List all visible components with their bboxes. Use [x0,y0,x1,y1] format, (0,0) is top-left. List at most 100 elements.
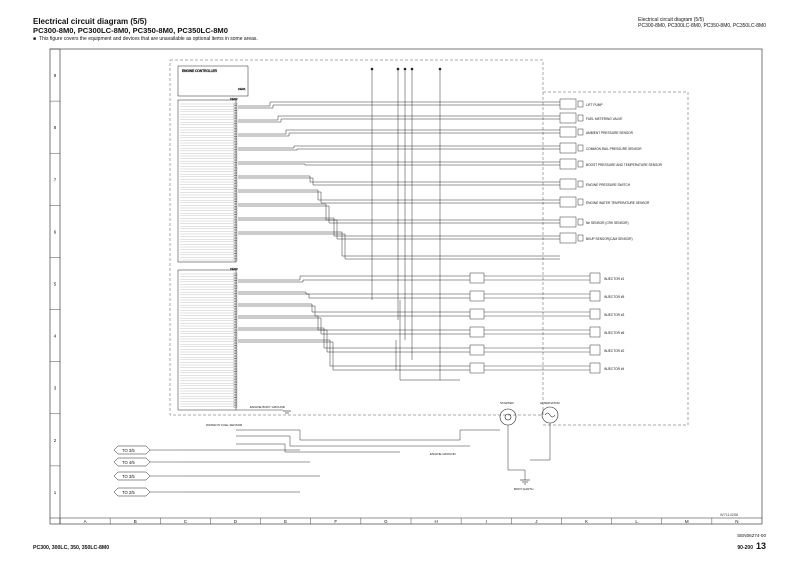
pin-terminal [233,183,238,186]
connector-cn1: CE01 [238,87,246,91]
pin-terminal [233,149,238,152]
wire [238,203,560,221]
wire [238,177,560,186]
pin-terminal [233,298,238,302]
wire [238,145,560,149]
ground-symbols [283,410,530,485]
connector-cn2: CE02 [230,97,238,101]
sensor-connector [559,196,577,208]
pin-terminal [233,199,238,202]
water-in-fuel-label: WATER IN FUEL SENSOR [206,423,243,427]
injector-coil [589,362,601,374]
injector-label: INJECTOR #5 [604,295,625,299]
sensor-label: COMMON RAIL PRESSURE SENSOR [586,147,642,151]
wire [238,293,470,299]
sensor-label: Ne SENSOR (CRK SENSOR) [586,221,629,225]
row-label: 5 [54,282,57,287]
pin-terminal [233,314,238,317]
page-reference-arrow [113,471,151,481]
injector-label: INJECTOR #3 [604,313,625,317]
wire [238,175,560,183]
wire [238,189,560,201]
pin-terminal [233,358,238,361]
sensor-body [577,180,584,188]
column-label: D [234,519,238,524]
pin-terminal [233,227,238,230]
wire [238,115,560,121]
pin-terminal [233,115,238,119]
starter-label: STARTER [500,401,515,405]
wire [238,279,470,283]
drawing-number: W7114258 [720,513,739,517]
pin-terminal [233,123,238,126]
injector-wire [484,347,590,353]
pin-terminal [233,345,238,348]
column-label: B [134,519,137,524]
optional-equipment-outlines [169,59,689,426]
column-label: A [84,519,87,524]
column-label: N [735,519,738,524]
wire [238,291,470,295]
pin-terminal [233,402,238,406]
pin-terminal [233,245,238,249]
injector-connector [469,326,485,338]
injector-coil [589,326,601,338]
row-label: 6 [54,229,57,234]
sensor-connector [559,112,577,124]
page-reference-label: TO 2/5 [122,490,135,495]
pin-terminal [233,389,238,393]
wire [238,129,560,135]
injector-group: INJECTOR #1 INJECTOR #5 INJECTOR #3 INJECTO… [469,272,625,374]
coverage-note: ■This figure covers the equipment and de… [33,36,258,42]
footer-models: PC300, 300LC, 350, 350LC-8M0 [33,545,110,551]
row-label: 3 [54,386,57,391]
pin-terminal [233,128,238,132]
body-earth-label: BODY EARTH [514,487,533,491]
pin-terminal [233,108,238,111]
pin-terminal [233,113,238,116]
column-label: G [384,519,388,524]
sensor-connector [559,232,577,244]
wire [238,104,560,109]
wire [238,163,560,166]
pin-terminal [233,201,238,204]
sensor-label: ENGINE WATER TEMPERATURE SENSOR [586,201,650,205]
injector-connector [469,272,485,284]
pin-terminal [233,327,238,330]
pin-terminal [233,371,238,374]
injector-label: INJECTOR #4 [604,367,625,371]
pin-terminal [233,238,238,241]
pin-terminal [233,311,238,315]
injector-coil [589,290,601,302]
column-label: L [635,519,638,524]
column-label: F [334,519,337,524]
sensor-label: BKUP SENSOR(CAM SENSOR) [586,237,633,241]
pin-terminal [233,175,238,178]
pin-terminal [233,251,238,254]
starter-symbol [499,408,517,426]
pin-terminal [233,387,238,390]
page-reference-arrow [113,445,151,455]
pin-terminal [233,209,238,212]
sensor-body [577,234,584,242]
injector-label: INJECTOR #1 [604,277,625,281]
pin-terminal [233,400,238,403]
splice-points [370,67,442,71]
sensor-body [577,218,584,226]
pin-terminal [233,162,238,165]
injector-wire [484,365,590,371]
wire [236,429,500,441]
wire [238,217,560,237]
wire [238,339,470,367]
pin-terminal [233,167,238,171]
pin-terminal [233,335,238,338]
pin-terminal [233,110,238,113]
pin-terminal [233,243,238,246]
injector-coil [589,308,601,320]
pin-terminal [233,214,238,217]
pin-terminal [233,306,238,309]
